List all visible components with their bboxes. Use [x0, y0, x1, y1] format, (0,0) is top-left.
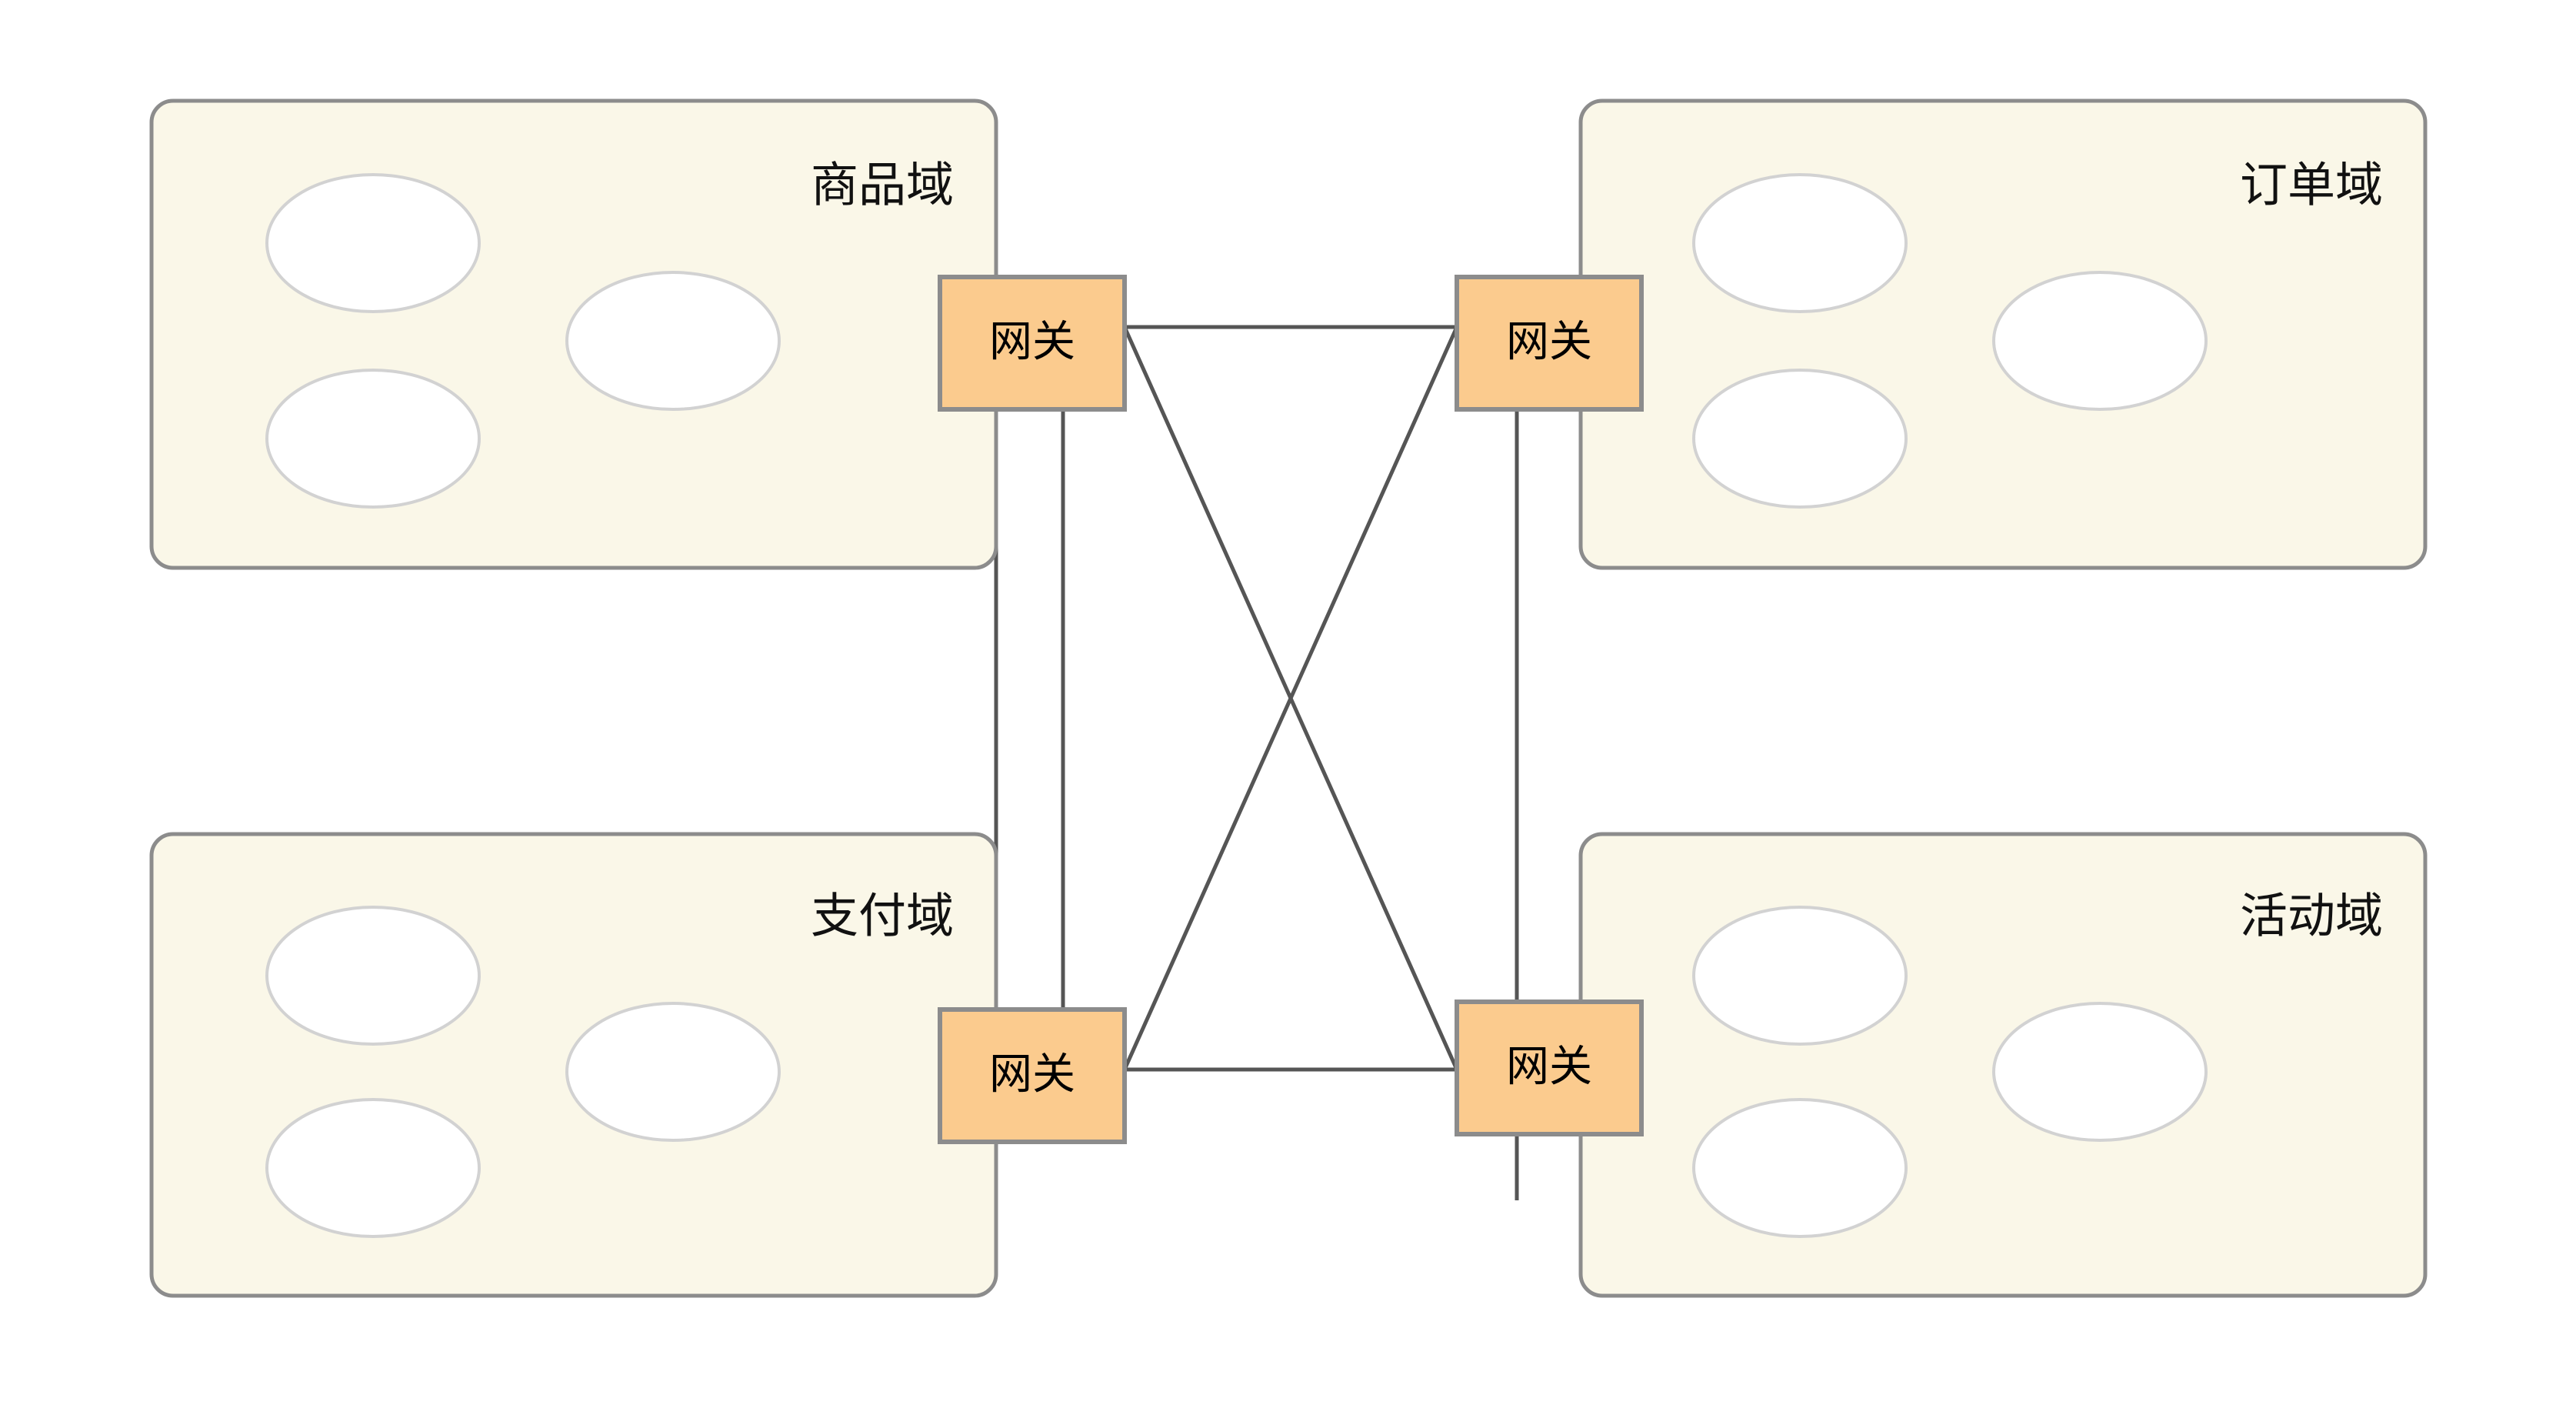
service-node — [265, 173, 481, 313]
service-node — [1692, 173, 1908, 313]
order-domain: 订单域 — [1578, 98, 2428, 570]
payment-domain-label: 支付域 — [811, 889, 954, 943]
product-domain: 商品域 — [149, 98, 998, 570]
campaign-domain: 活动域 — [1578, 832, 2428, 1298]
service-node — [265, 1098, 481, 1238]
gateway-payment[interactable]: 网关 — [938, 1007, 1127, 1144]
service-node — [565, 271, 781, 411]
service-node — [1692, 1098, 1908, 1238]
gateway-product-label: 网关 — [989, 317, 1075, 365]
gateway-payment-label: 网关 — [989, 1050, 1075, 1098]
service-node — [565, 1002, 781, 1142]
gateway-order-label: 网关 — [1506, 317, 1592, 365]
service-node — [265, 369, 481, 509]
gateway-campaign-label: 网关 — [1506, 1042, 1592, 1090]
link-order-payment — [1122, 325, 1459, 1071]
campaign-domain-label: 活动域 — [2240, 889, 2383, 943]
service-node — [265, 906, 481, 1046]
service-node — [1692, 369, 1908, 509]
gateway-product[interactable]: 网关 — [938, 275, 1127, 412]
product-domain-label: 商品域 — [811, 159, 954, 212]
gateway-campaign-box[interactable] — [1455, 1000, 1644, 1136]
gateway-product-box[interactable] — [938, 275, 1127, 412]
service-node — [1992, 1002, 2208, 1142]
gateway-payment-box[interactable] — [938, 1007, 1127, 1144]
gateways-layer: 网关网关网关网关 — [938, 275, 1644, 1144]
gateway-order[interactable]: 网关 — [1455, 275, 1644, 412]
gateway-campaign[interactable]: 网关 — [1455, 1000, 1644, 1136]
payment-domain: 支付域 — [149, 832, 998, 1298]
gateway-order-box[interactable] — [1455, 275, 1644, 412]
order-domain-label: 订单域 — [2240, 159, 2383, 212]
service-node — [1692, 906, 1908, 1046]
service-node — [1992, 271, 2208, 411]
